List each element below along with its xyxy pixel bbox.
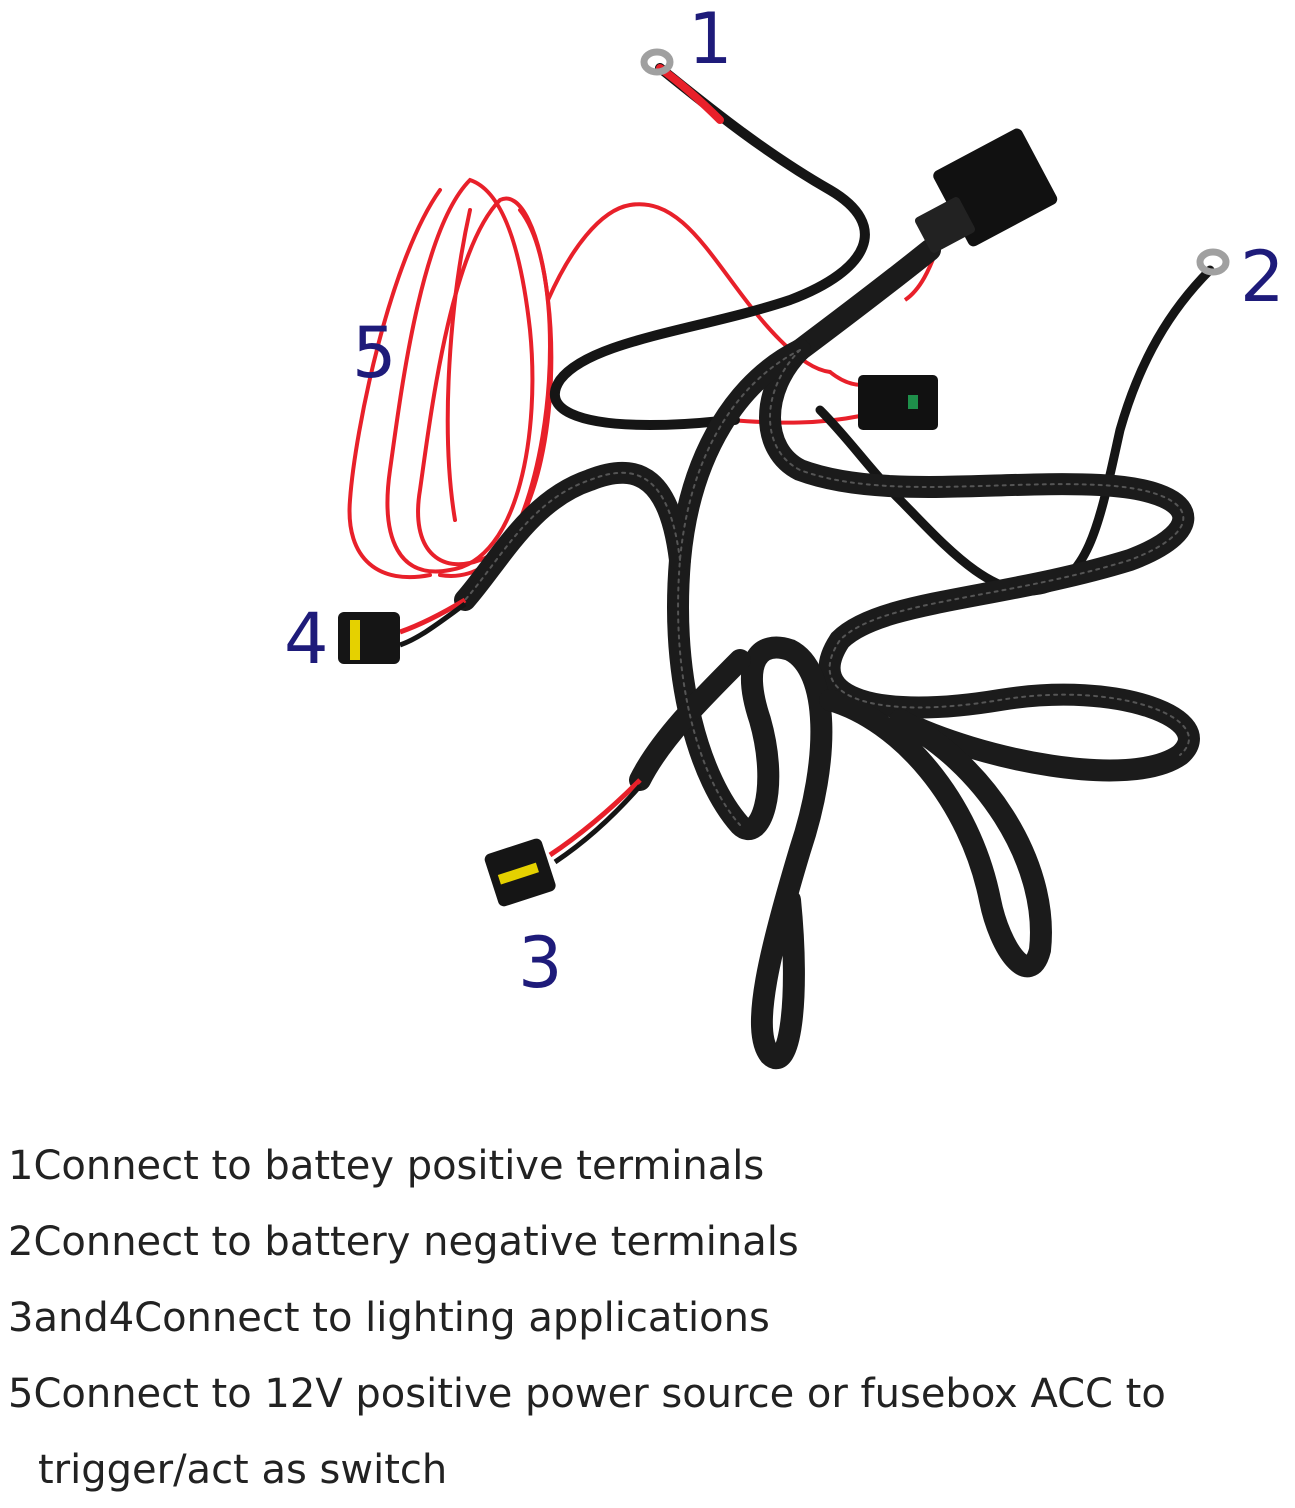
ring-terminal-1 — [640, 48, 674, 76]
callout-1: 1 — [688, 0, 733, 80]
relay — [914, 128, 1058, 253]
connector-3 — [484, 778, 642, 907]
note-5-line-1: 5Connect to 12V positive power source or… — [8, 1371, 1166, 1417]
callout-5: 5 — [352, 312, 397, 394]
note-5-line-2: trigger/act as switch — [38, 1447, 448, 1493]
connector-4 — [338, 597, 467, 664]
note-1: 1Connect to battey positive terminals — [8, 1143, 765, 1189]
ring-terminal-2 — [1196, 248, 1230, 276]
wiring-harness-diagram: 1 2 3 4 5 — [284, 0, 1285, 1070]
note-2: 2Connect to battery negative terminals — [8, 1219, 799, 1265]
callout-4: 4 — [284, 598, 329, 680]
callout-3: 3 — [518, 922, 563, 1004]
connection-notes: 1Connect to battey positive terminals 2C… — [8, 1128, 1278, 1508]
black-wire-terminal-1 — [549, 63, 870, 431]
red-wire-coil — [347, 177, 864, 580]
fuse-holder — [858, 375, 938, 430]
callout-2: 2 — [1240, 236, 1285, 318]
note-5: 5Connect to 12V positive power source or… — [8, 1356, 1278, 1508]
wiring-harness-illustration — [338, 48, 1230, 1070]
note-3: 3and4Connect to lighting applications — [8, 1295, 770, 1341]
loom-highlights — [464, 349, 1190, 826]
